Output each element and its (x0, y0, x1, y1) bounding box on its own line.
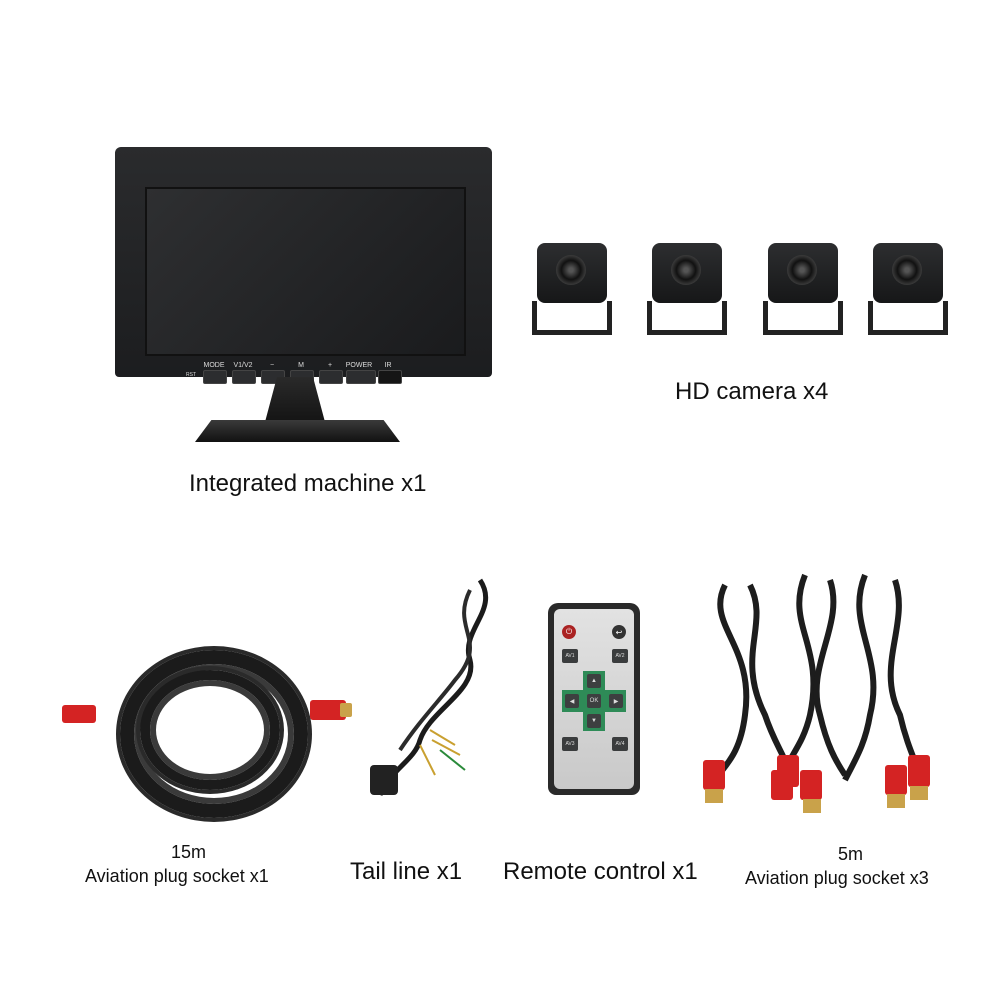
gold-connector (340, 703, 352, 717)
monitor-power-button (346, 370, 376, 384)
remote-av2-button: AV2 (612, 649, 628, 663)
hd-camera (647, 243, 727, 335)
caption-hd-camera: HD camera x4 (675, 378, 829, 405)
monitor-label-mode: MODE (203, 362, 225, 369)
arrow-up-icon: ▲ (587, 674, 601, 688)
caption-remote-control: Remote control x1 (503, 858, 698, 885)
caption-aviation-plug-x3: Aviation plug socket x3 (745, 868, 929, 888)
monitor-label-rst: RST (186, 372, 196, 378)
monitor-plus-button (319, 370, 343, 384)
caption-integrated-machine: Integrated machine x1 (189, 470, 427, 497)
remote-av1-button: AV1 (562, 649, 578, 663)
cable-5m-length: 5m (838, 844, 864, 864)
cable-15m-length: 15m (171, 842, 207, 862)
cable-5m-bundle (703, 573, 930, 813)
back-icon: ↩ (612, 625, 626, 639)
monitor-mode-button (203, 370, 227, 384)
camera-lens (671, 255, 701, 285)
monitor-label-v1v2: V1/V2 (233, 362, 253, 369)
monitor-v1v2-button (232, 370, 256, 384)
camera-lens (556, 255, 586, 285)
arrow-down-icon: ▼ (587, 714, 601, 728)
cable-coil-inner (140, 670, 280, 790)
monitor-label-ir: IR (384, 362, 392, 369)
monitor-button-bar: RST MODE V1/V2 − M + POWER IR (180, 362, 420, 386)
monitor-stand-neck (265, 377, 325, 422)
power-icon: ⏻ (562, 625, 576, 639)
arrow-left-icon: ◀ (565, 694, 579, 708)
hd-camera (763, 243, 843, 335)
monitor-screen (145, 187, 466, 356)
red-plug-right (310, 700, 346, 720)
arrow-right-icon: ▶ (609, 694, 623, 708)
monitor-stand-base (195, 420, 400, 442)
hd-camera (532, 243, 612, 335)
remote-dpad: ▲ ◀ OK ▶ ▼ (562, 671, 626, 731)
remote-control: ⏻ ↩ AV1 AV2 ▲ ◀ OK ▶ ▼ AV3 AV4 (548, 603, 640, 795)
monitor-label-minus: − (269, 362, 275, 369)
tail-line-cable (370, 578, 489, 797)
remote-ok-button: OK (587, 694, 601, 708)
caption-tail-line: Tail line x1 (350, 858, 463, 885)
remote-av4-button: AV4 (612, 737, 628, 751)
remote-av3-button: AV3 (562, 737, 578, 751)
monitor-label-power: POWER (345, 362, 373, 369)
camera-lens (787, 255, 817, 285)
camera-lens (892, 255, 922, 285)
hd-camera (868, 243, 948, 335)
caption-aviation-plug-x1: Aviation plug socket x1 (85, 866, 269, 886)
monitor-label-plus: + (327, 362, 333, 369)
red-plug-left (62, 705, 96, 723)
monitor-label-m: M (298, 362, 304, 369)
monitor-ir-sensor (378, 370, 402, 384)
